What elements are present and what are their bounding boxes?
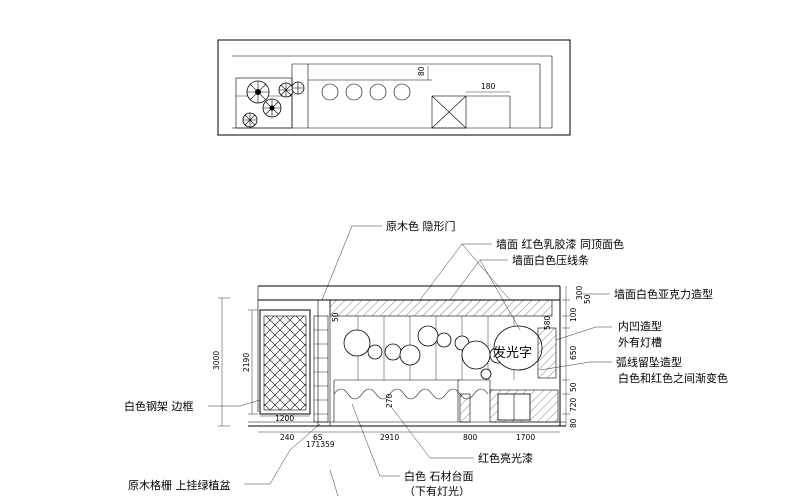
label-light-below: （下有灯光） bbox=[404, 484, 470, 496]
plan-counter-outline bbox=[292, 63, 541, 128]
dim-r50a: 50 bbox=[583, 294, 592, 304]
label-recess-shape: 内凹造型 bbox=[618, 319, 662, 333]
lattice-panel bbox=[263, 315, 307, 411]
dim-r720: 720 bbox=[569, 397, 578, 412]
dim-2190: 2190 bbox=[242, 353, 251, 372]
dim-2910: 2910 bbox=[380, 433, 399, 442]
leader-stone-top bbox=[351, 403, 400, 477]
label-wall-white-acrylic: 墙面白色亚克力造型 bbox=[614, 287, 713, 301]
dim-r80: 80 bbox=[569, 418, 578, 428]
label-white-stone-top: 白色 石材台面 bbox=[404, 469, 474, 483]
label-arc-pendant: 弧线留坠造型 bbox=[616, 355, 682, 369]
plan-dim-80: 80 bbox=[417, 66, 426, 76]
plan-view: 80 180 bbox=[217, 39, 571, 136]
bubble-shapes bbox=[343, 325, 543, 380]
leader-recess bbox=[555, 326, 612, 341]
glow-word: 发光字 bbox=[493, 345, 532, 361]
steel-frame bbox=[259, 309, 311, 415]
elev-line bbox=[458, 379, 491, 394]
left-cabinet-hatch bbox=[459, 393, 471, 423]
label-wood-hidden-door: 原木色 隐形门 bbox=[386, 219, 456, 233]
leader-steel-frame bbox=[208, 399, 261, 407]
plant-icon bbox=[278, 82, 294, 98]
label-wood-grille: 原木格栅 上挂绿植盆 bbox=[128, 478, 231, 492]
dim-800: 800 bbox=[463, 433, 478, 442]
leader-red-latex bbox=[419, 243, 511, 301]
stool-2 bbox=[345, 83, 363, 101]
label-wall-red-latex: 墙面 红色乳胶漆 同顶面色 bbox=[496, 237, 624, 251]
stool-3 bbox=[369, 83, 387, 101]
plant-icon bbox=[242, 112, 258, 128]
dim-v50: 50 bbox=[331, 312, 340, 322]
dim-v580: 580 bbox=[543, 315, 552, 330]
plan-inner-wall bbox=[232, 55, 553, 129]
plan-dim-180: 180 bbox=[481, 82, 496, 91]
leader-grille-2 bbox=[329, 469, 339, 496]
dim-r50b: 50 bbox=[569, 382, 578, 392]
dim-240: 240 bbox=[280, 433, 295, 442]
plant-icon bbox=[246, 80, 270, 104]
plan-cabinet bbox=[431, 95, 467, 129]
plan-cabinet-x bbox=[431, 95, 467, 129]
leader-hidden-door bbox=[321, 225, 382, 301]
stool-4 bbox=[393, 83, 411, 101]
plant-icon bbox=[262, 98, 282, 118]
label-lamp-slot: 外有灯槽 bbox=[618, 335, 662, 349]
stool-1 bbox=[321, 83, 339, 101]
dim-1200: 1200 bbox=[275, 414, 294, 423]
leader-red-gloss bbox=[391, 407, 474, 459]
dim-r300: 300 bbox=[575, 285, 584, 300]
dim-v270: 270 bbox=[385, 393, 394, 408]
dim-171359: 171359 bbox=[306, 440, 335, 449]
wall-strips bbox=[357, 316, 515, 380]
label-wall-white-strip: 墙面白色压线条 bbox=[512, 253, 589, 267]
dim-3000: 3000 bbox=[212, 351, 221, 370]
ceiling-acrylic-band bbox=[329, 299, 553, 317]
dim-65: 65 bbox=[313, 433, 323, 442]
label-red-gloss: 红色亮光漆 bbox=[478, 451, 533, 465]
recess-lamp-slot bbox=[537, 327, 557, 379]
plan-planter bbox=[235, 77, 293, 129]
leader-grille bbox=[244, 423, 321, 485]
wood-grille bbox=[313, 315, 329, 423]
label-gradient: 白色和红色之间渐变色 bbox=[618, 371, 728, 385]
label-white-steel-frame: 白色钢架 边框 bbox=[124, 399, 194, 413]
plan-outer-wall bbox=[217, 39, 571, 136]
dim-r100: 100 bbox=[569, 307, 578, 322]
dim-1700: 1700 bbox=[516, 433, 535, 442]
dim-r650: 650 bbox=[569, 345, 578, 360]
plant-icon bbox=[291, 81, 305, 95]
elevation-view: 发光字 3000 2190 1200 240 65 171359 bbox=[124, 219, 728, 496]
leader-arc bbox=[539, 361, 612, 371]
leader-white-strip bbox=[449, 259, 521, 331]
